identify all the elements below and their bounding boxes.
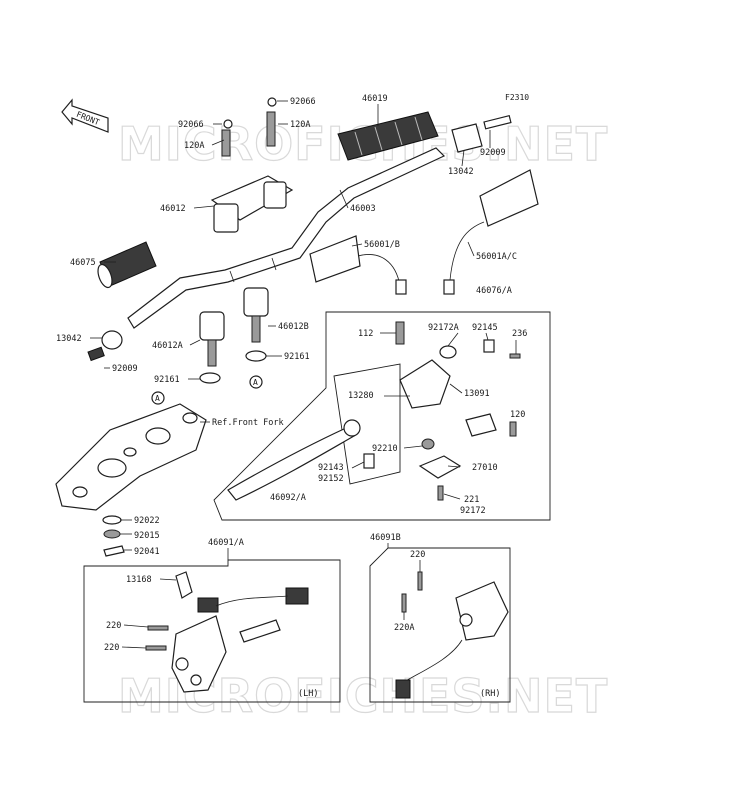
bolt-112	[395, 321, 405, 345]
label-46003: 46003	[350, 204, 376, 214]
label-221: 221	[464, 495, 479, 505]
lock-washer-92041	[103, 545, 125, 557]
label-92143: 92143	[318, 463, 344, 473]
label-220-lh-upper: 220	[106, 621, 121, 631]
brake-lever	[227, 419, 361, 501]
screw-220-upper	[147, 625, 169, 631]
lever-subframe	[333, 363, 401, 485]
washer-92022	[102, 515, 122, 525]
screw-220-rh	[417, 571, 423, 591]
label-56001A-C: 56001A/C	[476, 252, 517, 262]
label-92066-left: 92066	[178, 120, 204, 130]
label-112: 112	[358, 329, 373, 339]
label-13042-left: 13042	[56, 334, 82, 344]
screw-221	[437, 485, 444, 501]
right-grip	[337, 111, 439, 161]
svg-text:A: A	[253, 378, 258, 387]
label-92066-right: 92066	[290, 97, 316, 107]
lever-assembly-frame	[213, 311, 551, 521]
lower-holder-b	[243, 287, 269, 362]
label-120A-left: 120A	[184, 141, 204, 151]
label-220A: 220A	[394, 623, 414, 633]
lever-holder	[399, 345, 457, 409]
lh-connector	[197, 587, 309, 643]
label-92172A: 92172A	[428, 323, 459, 333]
label-13168: 13168	[126, 575, 152, 585]
screw-220-lower	[145, 645, 167, 651]
label-92161-right: 92161	[284, 352, 310, 362]
lower-holder-a	[199, 311, 225, 367]
svg-text:A: A	[155, 394, 160, 403]
front-arrow-icon: FRONT	[61, 98, 109, 133]
label-236: 236	[512, 329, 527, 339]
label-rh: (RH)	[480, 689, 500, 699]
lh-switch-frame	[83, 559, 341, 703]
figure-code: F2310	[505, 93, 529, 102]
label-13280: 13280	[348, 391, 374, 401]
screw-236	[509, 353, 521, 359]
label-46019: 46019	[362, 94, 388, 104]
label-92041: 92041	[134, 547, 160, 557]
ref-marker-a-upper: A	[249, 375, 263, 389]
bar-end-right	[451, 114, 512, 153]
label-56001-B: 56001/B	[364, 240, 400, 250]
label-13091: 13091	[464, 389, 490, 399]
rh-switch-housing	[455, 581, 509, 641]
label-46091-A: 46091/A	[208, 538, 244, 548]
label-46075: 46075	[70, 258, 96, 268]
label-220-lh-lower: 220	[104, 643, 119, 653]
label-46012: 46012	[160, 204, 186, 214]
label-92015: 92015	[134, 531, 160, 541]
screw-220A	[401, 593, 407, 613]
label-92145: 92145	[472, 323, 498, 333]
pivot-collar	[363, 453, 375, 469]
nut-92015	[103, 529, 121, 539]
rh-connector	[395, 639, 463, 699]
steering-stem	[55, 403, 207, 511]
adjuster-27010	[418, 455, 462, 479]
label-46012B: 46012B	[278, 322, 309, 332]
label-92152: 92152	[318, 474, 344, 484]
rh-switch-frame	[369, 547, 511, 703]
label-92161-left: 92161	[154, 375, 180, 385]
handlebar	[127, 147, 446, 329]
upper-holder	[210, 97, 294, 233]
label-92210: 92210	[372, 444, 398, 454]
clamp-13091	[465, 413, 497, 437]
label-46076-A: 46076/A	[476, 286, 512, 296]
bolt-120	[509, 421, 517, 437]
label-92022: 92022	[134, 516, 160, 526]
bracket-13168	[175, 571, 193, 599]
label-92009-top: 92009	[480, 148, 506, 158]
washer-92161	[199, 372, 221, 384]
label-46012A: 46012A	[152, 341, 183, 351]
left-grip	[97, 241, 157, 289]
label-46092-A: 46092/A	[270, 493, 306, 503]
label-lh: (LH)	[298, 689, 318, 699]
label-27010: 27010	[472, 463, 498, 473]
label-220-rh: 220	[410, 550, 425, 560]
bar-end-left	[87, 330, 123, 362]
label-92172: 92172	[460, 506, 486, 516]
ref-marker-a-lower: A	[151, 391, 165, 405]
label-120: 120	[510, 410, 525, 420]
label-46091B: 46091B	[370, 533, 401, 543]
label-92009-left: 92009	[112, 364, 138, 374]
mirror-left	[309, 235, 407, 295]
nut-92210	[421, 438, 435, 450]
leader-lines	[90, 100, 517, 649]
lh-switch-housing	[171, 615, 227, 693]
ref-front-fork-note: Ref.Front Fork	[212, 418, 284, 428]
mirror-right	[443, 169, 539, 295]
label-120A-right: 120A	[290, 120, 310, 130]
switch-92145	[483, 339, 495, 353]
label-13042-top: 13042	[448, 167, 474, 177]
